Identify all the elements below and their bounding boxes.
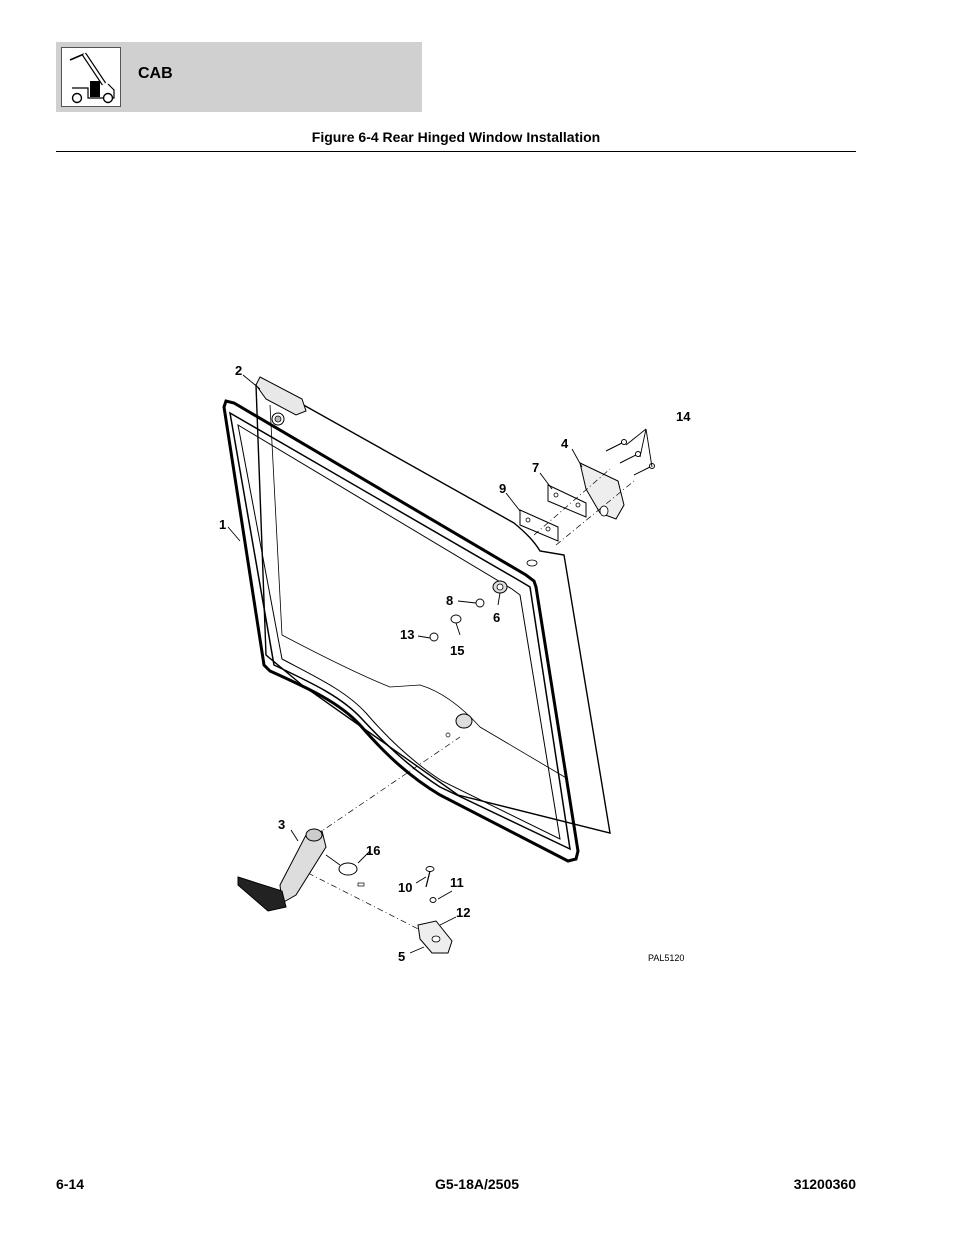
callout-2: 2 — [235, 363, 242, 378]
header-band: CAB — [56, 42, 422, 112]
callout-14: 14 — [676, 409, 691, 424]
callout-8: 8 — [446, 593, 453, 608]
callout-10: 10 — [398, 880, 412, 895]
callout-12: 12 — [456, 905, 470, 920]
header-rule — [56, 151, 856, 152]
figure-title: Figure 6-4 Rear Hinged Window Installati… — [311, 129, 601, 145]
spacer-7 — [547, 484, 587, 518]
screw-10 — [425, 866, 435, 888]
drawing-id: PAL5120 — [648, 953, 684, 963]
washer-15 — [450, 614, 462, 624]
window-seal-frame — [222, 399, 580, 863]
callout-1: 1 — [219, 517, 226, 532]
o-ring-16 — [338, 862, 358, 876]
strike-bracket-5 — [417, 920, 453, 954]
nut-13 — [429, 632, 439, 642]
callout-5: 5 — [398, 949, 405, 964]
callout-3: 3 — [278, 817, 285, 832]
callout-15: 15 — [450, 643, 464, 658]
plate-9 — [519, 509, 559, 542]
grommet-6 — [492, 580, 508, 594]
screws-14 — [605, 439, 655, 476]
callout-6: 6 — [493, 610, 500, 625]
callout-9: 9 — [499, 481, 506, 496]
bushing-8 — [475, 598, 485, 608]
hinge-bracket-4 — [579, 462, 625, 520]
section-title: CAB — [138, 65, 173, 82]
callout-16: 16 — [366, 843, 380, 858]
page-number: 6-14 — [56, 1176, 85, 1192]
callout-7: 7 — [532, 460, 539, 475]
telehandler-icon — [61, 47, 121, 107]
callout-13: 13 — [400, 627, 414, 642]
model-number: G5-18A/2505 — [434, 1176, 520, 1192]
washer-11 — [429, 897, 437, 903]
exploded-parts-diagram: 2 1 3 4 7 9 14 8 6 13 15 16 10 11 12 5 P… — [190, 355, 710, 980]
callout-11: 11 — [450, 875, 464, 890]
upper-hinge — [255, 376, 307, 416]
latch-handle-3 — [237, 828, 327, 912]
callout-4: 4 — [561, 436, 569, 451]
manual-number: 31200360 — [793, 1176, 856, 1192]
